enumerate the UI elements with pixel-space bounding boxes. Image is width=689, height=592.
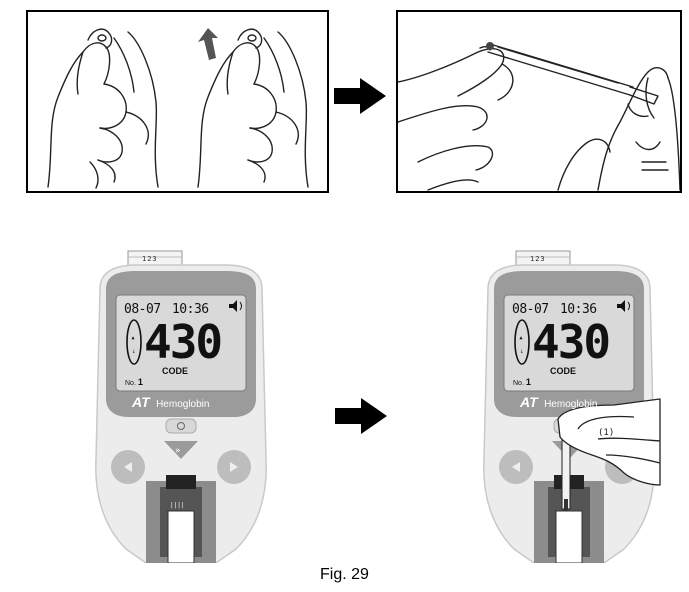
strip-label: 123 <box>142 255 158 263</box>
brand-logo: AT <box>132 394 150 410</box>
right-arrow-icon <box>335 398 387 434</box>
speaker-icon <box>229 300 242 312</box>
svg-text:(1): (1) <box>598 428 614 438</box>
lcd-reading: 430 <box>144 315 223 369</box>
lcd-reading: 430 <box>532 315 611 369</box>
brand-name: Hemoglobin <box>544 399 598 410</box>
capillary-panel <box>396 10 682 193</box>
capillary-tube-illustration <box>397 42 681 191</box>
lcd-no-value: 1 <box>137 377 143 387</box>
lcd-no-value: 1 <box>525 377 531 387</box>
svg-text:▲: ▲ <box>132 335 135 341</box>
lcd-no-label: No. <box>125 380 136 387</box>
right-arrow-icon <box>334 78 386 114</box>
lcd-date: 08-07 <box>512 302 549 317</box>
up-arrow-icon <box>198 28 218 60</box>
svg-text:»: » <box>175 446 181 456</box>
lcd-code-label: CODE <box>162 366 189 376</box>
svg-text:↓: ↓ <box>132 348 136 355</box>
brand-name: Hemoglobin <box>156 399 210 410</box>
strip-label: 123 <box>530 255 546 263</box>
lcd-date: 08-07 <box>124 302 161 317</box>
lcd-time: 10:36 <box>559 302 597 317</box>
figure-caption: Fig. 29 <box>320 566 369 583</box>
finger-squeeze-panel <box>26 10 329 193</box>
svg-text:▲: ▲ <box>520 335 523 341</box>
finger-squeeze-illustration <box>47 28 309 189</box>
svg-text:↓: ↓ <box>520 348 524 355</box>
brand-logo: AT <box>520 394 538 410</box>
svg-text:||||: |||| <box>170 502 184 509</box>
speaker-icon <box>617 300 630 312</box>
meter-device-left: ▲ ↓ » |||| 08-07 10:36 430 CODE No. 1 1 <box>86 249 276 564</box>
lcd-time: 10:36 <box>171 302 209 317</box>
lcd-no-label: No. <box>513 380 524 387</box>
power-button <box>165 418 197 434</box>
meter-device-right: ▲ ↓ (1) 08-07 10:36 430 CODE No. <box>474 249 664 564</box>
lcd-code-label: CODE <box>550 366 577 376</box>
